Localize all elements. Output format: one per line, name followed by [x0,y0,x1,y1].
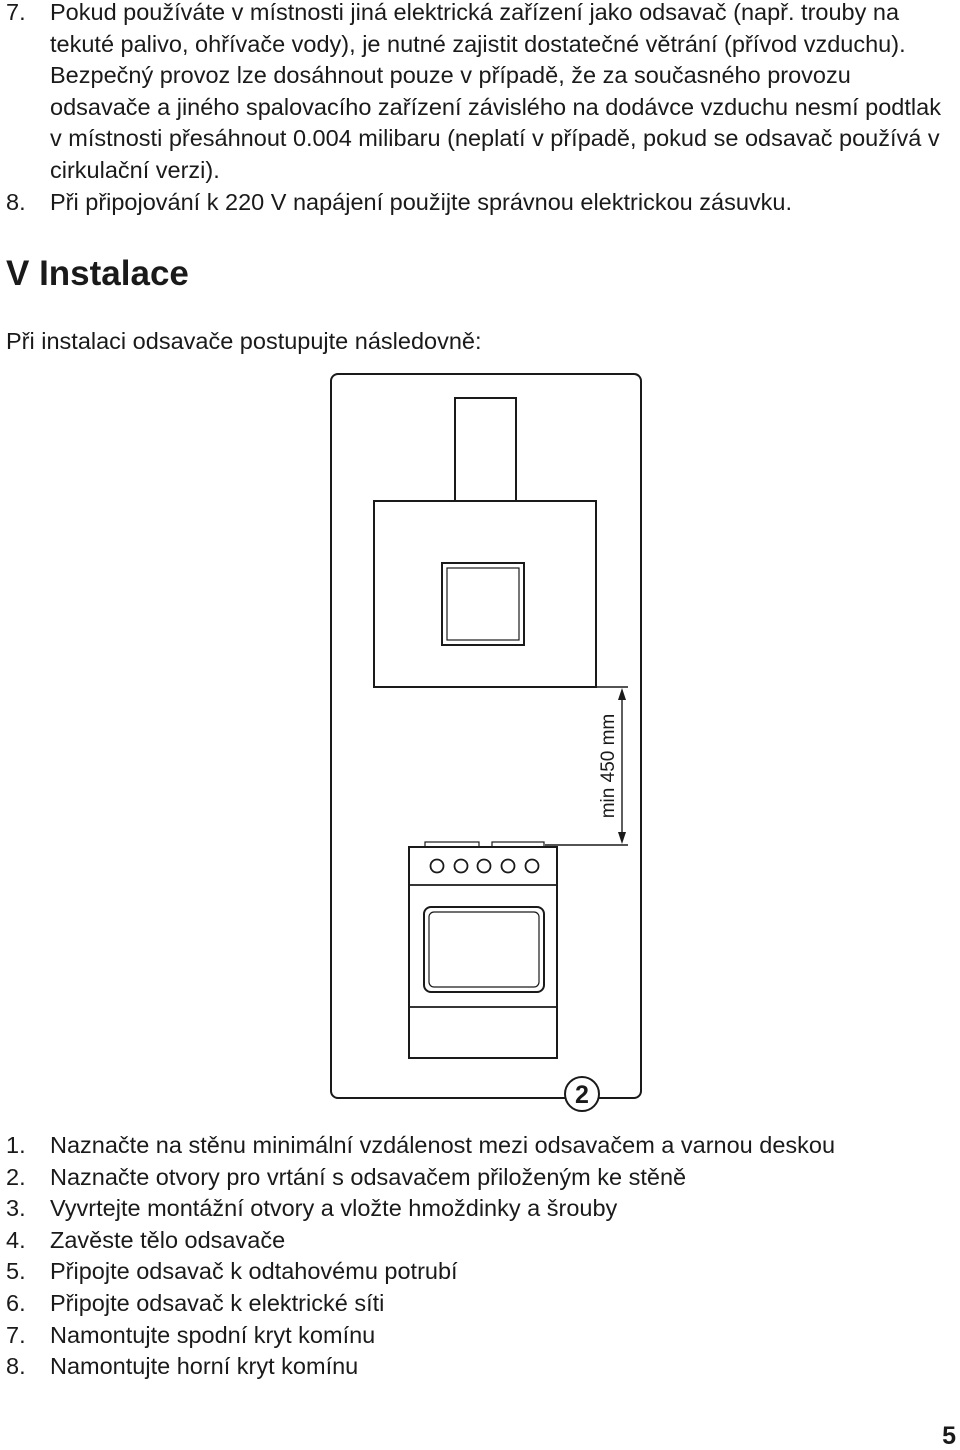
list-item-text: Při připojování k 220 V napájení použijt… [50,188,792,215]
intro-text: Při instalaci odsavače postupujte násled… [6,328,482,354]
list-item: 7. Pokud používáte v místnosti jiná elek… [6,0,946,187]
cooker-body [408,846,558,1059]
safety-list: 7. Pokud používáte v místnosti jiná elek… [6,0,946,218]
cooker-knob [524,858,540,874]
oven-window-inner [428,911,540,988]
list-item-text: Připojte odsavač k elektrické síti [50,1289,385,1316]
list-item-text: Namontujte spodní kryt komínu [50,1321,376,1348]
list-item-number: 3. [6,1195,26,1222]
list-item-number: 5. [6,1258,26,1285]
list-item: 2. Naznačte otvory pro vrtání s odsavačem… [6,1162,946,1194]
list-item-text: Zavěste tělo odsavače [50,1226,286,1253]
list-item: 6. Připojte odsavač k elektrické síti [6,1288,946,1320]
list-item-text: Vyvrtejte montážní otvory a vložte hmožd… [50,1195,618,1222]
installation-diagram: min 450 mm 2 [330,373,642,1112]
list-item: 5. Připojte odsavač k odtahovému potrubí [6,1256,946,1288]
hood-panel [441,562,525,646]
cooker-knob [429,858,445,874]
figure-number: 2 [575,1081,589,1109]
list-item-number: 8. [6,1353,26,1380]
list-item: 4. Zavěste tělo odsavače [6,1225,946,1257]
hood-body [373,500,597,688]
list-item-number: 7. [6,0,26,25]
list-item-text: Pokud používáte v místnosti jiná elektri… [50,0,941,183]
list-item: 7. Namontujte spodní kryt komínu [6,1320,946,1352]
list-item-number: 4. [6,1226,26,1253]
list-item-number: 2. [6,1163,26,1190]
list-item-text: Namontujte horní kryt komínu [50,1353,359,1380]
dimension-arrow-bottom [618,832,626,844]
list-item: 3. Vyvrtejte montážní otvory a vložte hmo… [6,1193,946,1225]
list-item: 8. Při připojování k 220 V napájení použ… [6,187,946,219]
list-item-number: 1. [6,1132,26,1158]
page-number: 5 [942,1422,956,1450]
list-item-number: 8. [6,188,26,215]
list-item-text: Naznačte otvory pro vrtání s odsavačem p… [50,1163,687,1190]
hood-chimney [454,397,517,502]
installation-steps: 1. Naznačte na stěnu minimální vzdálenost… [6,1130,946,1383]
list-item: 8. Namontujte horní kryt komínu [6,1351,946,1383]
cooker-knob [500,858,516,874]
figure-number-circle [564,1076,600,1112]
hood-panel-inner [446,567,520,641]
cooker-knob [476,858,492,874]
wall-outline [330,373,642,1099]
list-item-text: Připojte odsavač k odtahovému potrubí [50,1258,458,1285]
dimension-label: min 450 mm [598,714,619,819]
section-title: V Instalace [6,254,189,293]
list-item-number: 6. [6,1289,26,1316]
list-item-number: 7. [6,1321,26,1348]
dimension-arrow-top [618,688,626,700]
oven-window [423,906,545,993]
list-item-text: Naznačte na stěnu minimální vzdálenost m… [50,1132,836,1158]
list-item: 1. Naznačte na stěnu minimální vzdálenost… [6,1130,946,1162]
cooker-knob [453,858,469,874]
